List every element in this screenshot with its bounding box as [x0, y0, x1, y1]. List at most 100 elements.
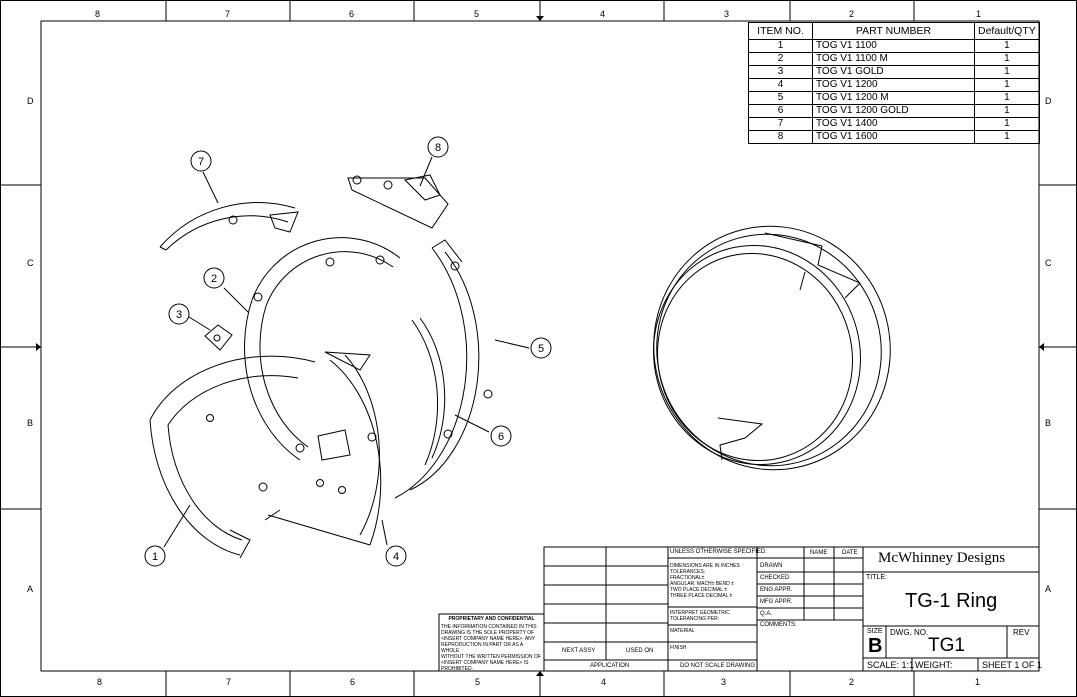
interpret-line: INTERPRET GEOMETRIC — [670, 610, 730, 616]
material-label: MATERIAL — [670, 628, 695, 634]
bom-part: TOG V1 1100 — [812, 39, 975, 53]
zone-col-7-bottom: 7 — [226, 677, 232, 687]
part-2-ring — [244, 237, 401, 461]
zone-col-6-top: 6 — [349, 9, 355, 19]
bom-qty: 1 — [974, 65, 1040, 79]
sheet-label: SHEET 1 OF 1 — [982, 660, 1042, 670]
part-8-segment — [347, 174, 449, 229]
application-label: APPLICATION — [590, 663, 630, 669]
proprietary-line: <INSERT COMPANY NAME HERE>. ANY — [441, 636, 536, 642]
zone-col-5-top: 5 — [474, 9, 480, 19]
proprietary-line: THE INFORMATION CONTAINED IN THIS — [441, 624, 537, 630]
rev-label: REV — [1013, 628, 1030, 637]
assembled-ring-view — [653, 225, 891, 471]
next-assy-label: NEXT ASSY — [562, 648, 596, 654]
bom-qty: 1 — [974, 117, 1040, 131]
zone-row-d-right: D — [1045, 96, 1052, 106]
comments-label: COMMENTS: — [760, 622, 797, 628]
bom-item: 1 — [748, 39, 813, 53]
bom-qty: 1 — [974, 130, 1040, 144]
proprietary-title: PROPRIETARY AND CONFIDENTIAL — [448, 616, 535, 622]
balloon-2-circle — [203, 267, 225, 289]
weight-label: WEIGHT: — [915, 660, 953, 670]
balloon-8-circle — [427, 136, 449, 158]
bom-part: TOG V1 GOLD — [812, 65, 975, 79]
do-not-scale-label: DO NOT SCALE DRAWING — [680, 663, 756, 669]
bom-part: TOG V1 1200 M — [812, 91, 975, 105]
dims-line: ANGULAR: MACH± BEND ± — [670, 581, 734, 587]
balloon-7: 7 — [198, 156, 204, 168]
zone-row-b-left: B — [27, 418, 34, 428]
dims-line: THREE PLACE DECIMAL ± — [670, 593, 733, 599]
unless-specified-label: UNLESS OTHERWISE SPECIFIED: — [670, 549, 767, 555]
proprietary-line: WITHOUT THE WRITTEN PERMISSION OF — [441, 654, 541, 660]
bom-header-qty: Default/QTY — [974, 22, 1040, 40]
zone-col-3-bottom: 3 — [721, 677, 727, 687]
zone-col-2-top: 2 — [849, 9, 855, 19]
drawing-number: TG1 — [928, 635, 965, 656]
balloon-1-circle — [144, 545, 166, 567]
bom-qty: 1 — [974, 78, 1040, 92]
title-label: TITLE: — [866, 574, 888, 581]
part-7-segment — [159, 202, 299, 251]
mfg-appr-label: MFG APPR. — [760, 599, 793, 605]
part-3-segment — [204, 324, 233, 351]
bom-header-part: PART NUMBER — [812, 22, 975, 40]
qa-label: Q.A. — [760, 611, 773, 617]
balloon-7-circle — [190, 150, 212, 172]
zone-col-3-top: 3 — [724, 9, 730, 19]
zone-row-a-left: A — [27, 584, 34, 594]
scale-label: SCALE: 1:1 — [867, 660, 915, 670]
bom-part: TOG V1 1400 — [812, 117, 975, 131]
zone-row-b-right: B — [1045, 418, 1052, 428]
zone-row-d-left: D — [27, 96, 34, 106]
title-block-grid — [438, 546, 1040, 672]
drawn-label: DRAWN — [760, 563, 783, 569]
zone-col-6-bottom: 6 — [350, 677, 356, 687]
proprietary-line: DRAWING IS THE SOLE PROPERTY OF — [441, 630, 535, 636]
proprietary-line: PROHIBITED. — [441, 666, 473, 672]
balloon-5-circle — [530, 337, 552, 359]
balloons: 1 2 3 4 5 6 7 8 — [144, 136, 552, 567]
bom-part: TOG V1 1600 — [812, 130, 975, 144]
zone-col-8-bottom: 8 — [97, 677, 103, 687]
zone-row-a-right: A — [1045, 584, 1052, 594]
drawing-title: TG-1 Ring — [905, 590, 998, 612]
eng-appr-label: ENG APPR. — [760, 587, 793, 593]
balloon-3-circle — [168, 303, 190, 325]
balloon-6: 6 — [498, 431, 504, 443]
balloon-5: 5 — [538, 343, 544, 355]
balloon-4-circle — [385, 545, 407, 567]
part-6-ring — [411, 317, 453, 466]
bom-item: 3 — [748, 65, 813, 79]
bom-qty: 1 — [974, 104, 1040, 118]
bom-qty: 1 — [974, 39, 1040, 53]
dims-line: FRACTIONAL± — [670, 575, 705, 581]
balloon-4: 4 — [393, 551, 399, 563]
proprietary-line: <INSERT COMPANY NAME HERE> IS — [441, 660, 529, 666]
dims-line: DIMENSIONS ARE IN INCHES — [670, 563, 740, 569]
proprietary-notice: PROPRIETARY AND CONFIDENTIAL THE INFORMA… — [441, 616, 542, 672]
finish-label: FINISH — [670, 645, 687, 651]
part-5-ring — [394, 239, 493, 499]
bom-part: TOG V1 1100 M — [812, 52, 975, 66]
center-mark-left — [36, 343, 41, 351]
size-value: B — [868, 635, 883, 657]
zone-col-2-bottom: 2 — [849, 677, 855, 687]
bom-item: 6 — [748, 104, 813, 118]
bom-item: 2 — [748, 52, 813, 66]
dwg-no-label: DWG. NO. — [890, 628, 929, 637]
zone-col-4-bottom: 4 — [601, 677, 607, 687]
center-mark-top — [536, 16, 544, 21]
balloon-callouts — [163, 156, 530, 548]
bom-header-row: ITEM NO. PART NUMBER Default/QTY — [748, 22, 1040, 40]
zone-row-c-right: C — [1045, 258, 1052, 268]
part-1-ring — [149, 355, 316, 559]
